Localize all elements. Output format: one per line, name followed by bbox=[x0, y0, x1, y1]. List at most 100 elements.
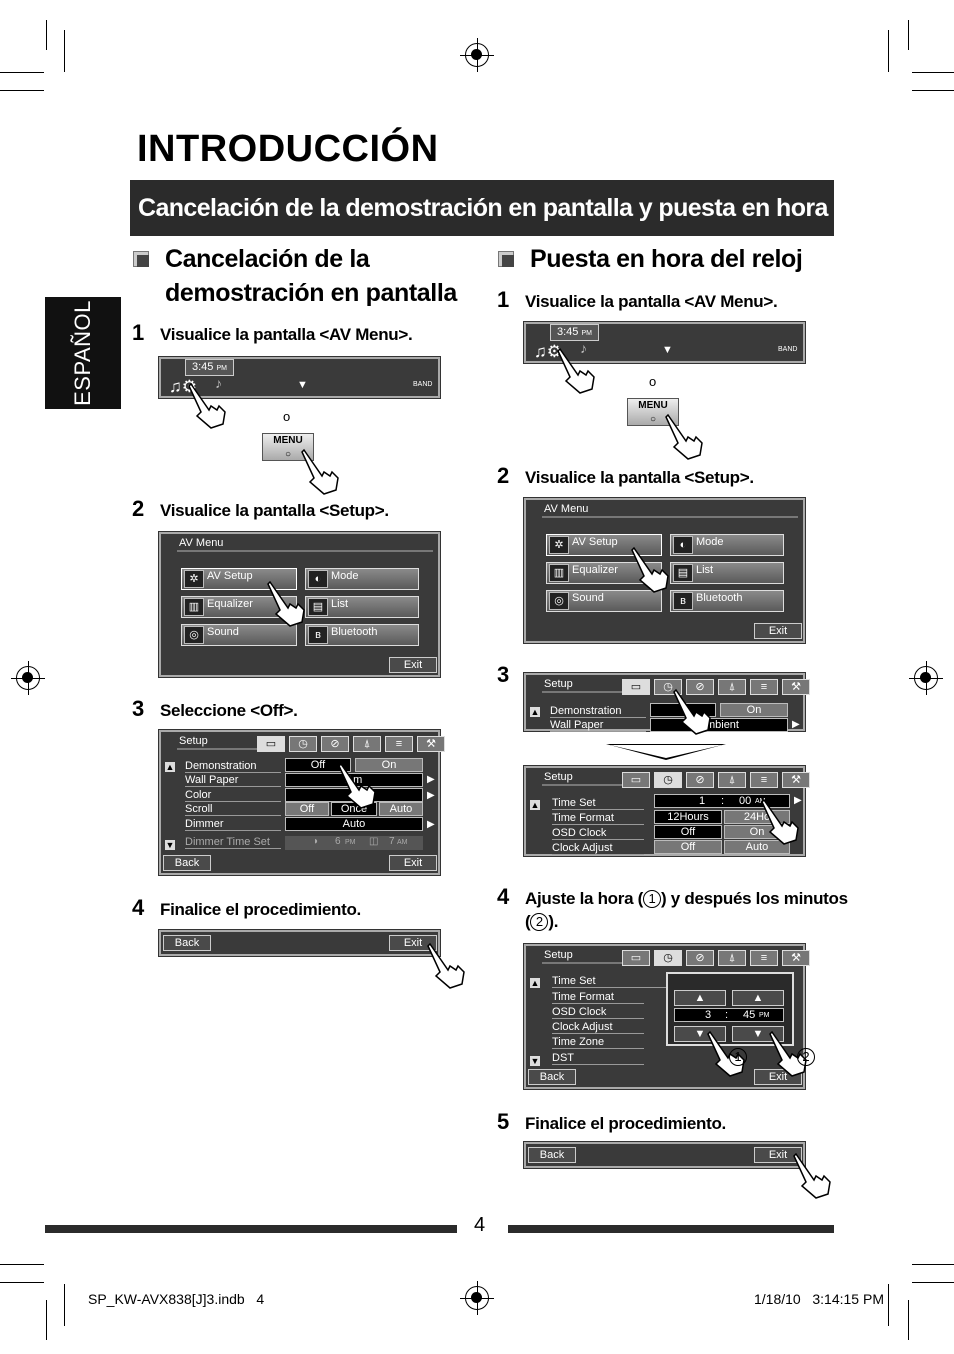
back-button[interactable]: Back bbox=[528, 1147, 576, 1163]
audio-tab-icon[interactable]: ≡ bbox=[750, 772, 778, 788]
osd-clock-row[interactable]: OSD Clock bbox=[552, 1006, 644, 1019]
color-row[interactable]: Color bbox=[185, 789, 281, 802]
equalizer-button[interactable]: ▥Equalizer bbox=[181, 596, 297, 618]
music-settings-icon[interactable]: ♫⚙ bbox=[169, 377, 197, 396]
demonstration-row[interactable]: Demonstration bbox=[185, 760, 281, 773]
mode-button[interactable]: ◐Mode bbox=[305, 568, 419, 590]
note-icon[interactable]: ♪ bbox=[215, 375, 222, 391]
audio-tab-icon[interactable]: ≡ bbox=[750, 679, 778, 695]
dimmer-value[interactable]: Auto bbox=[285, 817, 423, 831]
sound-button[interactable]: ◎Sound bbox=[546, 590, 662, 612]
scroll-up-icon[interactable]: ▲ bbox=[530, 707, 540, 717]
scroll-auto-option[interactable]: Auto bbox=[379, 802, 423, 816]
demonstration-row[interactable]: Demonstration bbox=[550, 705, 646, 718]
tools-tab-icon[interactable]: ⚒ bbox=[417, 736, 445, 752]
scroll-up-icon[interactable]: ▲ bbox=[165, 762, 175, 772]
step-number: 4 bbox=[497, 884, 510, 909]
list-button[interactable]: ▤List bbox=[670, 562, 784, 584]
time-set-row[interactable]: Time Set bbox=[552, 975, 670, 988]
exit-button[interactable]: Exit bbox=[754, 1147, 802, 1163]
exit-button[interactable]: Exit bbox=[389, 657, 437, 673]
clock-adjust-row[interactable]: Clock Adjust bbox=[552, 1021, 644, 1034]
back-button[interactable]: Back bbox=[163, 935, 211, 951]
mode-button[interactable]: ◐Mode bbox=[670, 534, 784, 556]
sound-button[interactable]: ◎Sound bbox=[181, 624, 297, 646]
scroll-down-icon[interactable]: ▼ bbox=[530, 1056, 540, 1066]
demo-on-option[interactable]: On bbox=[720, 703, 788, 717]
demo-off-option[interactable]: Off bbox=[285, 758, 351, 772]
chevron-right-icon[interactable]: ▶ bbox=[792, 719, 800, 730]
band-label[interactable]: BAND bbox=[778, 346, 798, 353]
time-set-row[interactable]: Time Set bbox=[552, 797, 644, 810]
minute-down-button[interactable]: ▼ bbox=[732, 1026, 784, 1042]
minute-up-button[interactable]: ▲ bbox=[732, 990, 784, 1006]
disc-tab-icon[interactable]: ⊘ bbox=[686, 950, 714, 966]
dst-row[interactable]: DST bbox=[552, 1052, 644, 1065]
scroll-down-icon[interactable]: ▼ bbox=[165, 840, 175, 850]
crop-mark bbox=[0, 1264, 44, 1265]
time-zone-row[interactable]: Time Zone bbox=[552, 1036, 644, 1049]
hour-up-button[interactable]: ▲ bbox=[674, 990, 726, 1006]
osd-clock-row[interactable]: OSD Clock bbox=[552, 827, 644, 840]
display-tab-icon[interactable]: ▭ bbox=[622, 679, 650, 695]
registration-mark-icon bbox=[460, 1281, 494, 1315]
scroll-up-icon[interactable]: ▲ bbox=[530, 800, 540, 810]
equalizer-button[interactable]: ▥Equalizer bbox=[546, 562, 662, 584]
chevron-right-icon[interactable]: ▶ bbox=[427, 790, 435, 801]
clock-adjust-off-option[interactable]: Off bbox=[654, 840, 722, 854]
band-label[interactable]: BAND bbox=[413, 381, 433, 388]
chevron-down-icon[interactable]: ▼ bbox=[662, 344, 673, 356]
back-button[interactable]: Back bbox=[163, 855, 211, 871]
tools-tab-icon[interactable]: ⚒ bbox=[782, 950, 810, 966]
disc-tab-icon[interactable]: ⊘ bbox=[321, 736, 349, 752]
scroll-up-icon[interactable]: ▲ bbox=[530, 978, 540, 988]
exit-button[interactable]: Exit bbox=[754, 623, 802, 639]
list-icon: ▤ bbox=[673, 564, 693, 582]
wall-paper-row[interactable]: Wall Paper bbox=[185, 774, 281, 787]
clock-adjust-auto-option[interactable]: Auto bbox=[724, 840, 790, 854]
input-tab-icon[interactable]: ⍋ bbox=[718, 679, 746, 695]
12-hours-option[interactable]: 12Hours bbox=[654, 810, 722, 824]
time-format-row[interactable]: Time Format bbox=[552, 991, 644, 1004]
chevron-down-icon[interactable]: ▼ bbox=[297, 379, 308, 391]
display-tab-icon[interactable]: ▭ bbox=[622, 772, 650, 788]
input-tab-icon[interactable]: ⍋ bbox=[718, 772, 746, 788]
time-format-row[interactable]: Time Format bbox=[552, 812, 644, 825]
display-tab-icon[interactable]: ▭ bbox=[622, 950, 650, 966]
audio-tab-icon[interactable]: ≡ bbox=[750, 950, 778, 966]
list-button[interactable]: ▤List bbox=[305, 596, 419, 618]
tools-tab-icon[interactable]: ⚒ bbox=[782, 772, 810, 788]
input-tab-icon[interactable]: ⍋ bbox=[353, 736, 381, 752]
dimmer-time-set-row[interactable]: Dimmer Time Set bbox=[185, 836, 281, 849]
music-settings-icon[interactable]: ♫⚙ bbox=[534, 342, 562, 361]
clock-tab-icon[interactable]: ◷ bbox=[289, 736, 317, 752]
exit-button[interactable]: Exit bbox=[389, 935, 437, 951]
crop-mark bbox=[912, 1282, 954, 1283]
back-button[interactable]: Back bbox=[528, 1069, 576, 1085]
input-tab-icon[interactable]: ⍋ bbox=[718, 950, 746, 966]
display-tab-icon[interactable]: ▭ bbox=[257, 736, 285, 752]
clock-tab-icon[interactable]: ◷ bbox=[654, 772, 682, 788]
wall-paper-value[interactable]: mbient bbox=[650, 718, 788, 732]
chevron-right-icon[interactable]: ▶ bbox=[794, 795, 802, 806]
setup-screen: Setup ▭ ◷ ⊘ ⍋ ≡ ⚒ ▲ ▼ Demonstration Wall… bbox=[158, 729, 445, 876]
clock-tab-icon[interactable]: ◷ bbox=[654, 950, 682, 966]
disc-tab-icon[interactable]: ⊘ bbox=[686, 772, 714, 788]
chevron-right-icon[interactable]: ▶ bbox=[427, 819, 435, 830]
clock-adjust-row[interactable]: Clock Adjust bbox=[552, 842, 644, 855]
note-icon[interactable]: ♪ bbox=[580, 340, 587, 356]
time-set-value[interactable]: 1 : 00 AM bbox=[654, 794, 790, 808]
disc-tab-icon[interactable]: ⊘ bbox=[686, 679, 714, 695]
audio-tab-icon[interactable]: ≡ bbox=[385, 736, 413, 752]
tools-tab-icon[interactable]: ⚒ bbox=[782, 679, 810, 695]
exit-button[interactable]: Exit bbox=[389, 855, 437, 871]
scroll-row[interactable]: Scroll bbox=[185, 803, 281, 816]
dimmer-row[interactable]: Dimmer bbox=[185, 818, 281, 831]
chevron-right-icon[interactable]: ▶ bbox=[427, 774, 435, 785]
osd-clock-off-option[interactable]: Off bbox=[654, 825, 722, 839]
scroll-off-option[interactable]: Off bbox=[285, 802, 329, 816]
wall-paper-row[interactable]: Wall Paper bbox=[550, 719, 646, 732]
demo-on-option[interactable]: On bbox=[355, 758, 423, 772]
